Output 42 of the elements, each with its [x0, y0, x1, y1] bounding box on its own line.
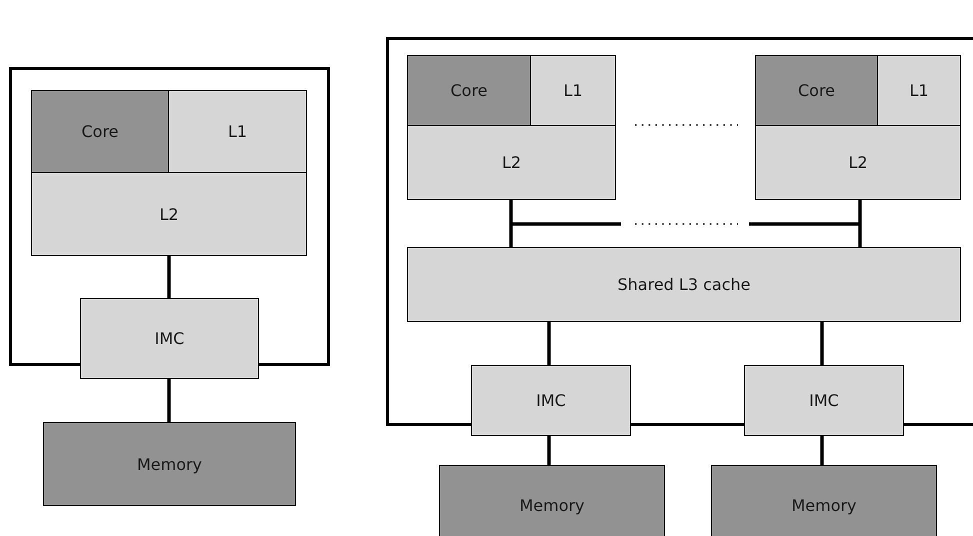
cache-block: [530, 55, 616, 126]
connector-line: [509, 200, 513, 247]
block-label: L2: [502, 153, 522, 172]
block-label: Memory: [519, 496, 585, 514]
block-label: L2: [159, 204, 179, 224]
cache-block: [31, 172, 307, 256]
block-label: Core: [798, 81, 836, 100]
connector-line: [858, 200, 862, 247]
cache-block: [407, 247, 961, 322]
block-label: L1: [563, 81, 583, 100]
memory-block: [439, 465, 665, 536]
connector-line: [547, 436, 551, 465]
block-label: Memory: [136, 454, 202, 474]
block-label: Core: [450, 81, 488, 100]
connector-line: [167, 256, 171, 298]
memory-block: [711, 465, 937, 536]
cache-block: [755, 125, 961, 200]
core-block: [31, 90, 169, 173]
block-label: IMC: [809, 391, 839, 410]
cache-block: [877, 55, 961, 126]
connector-line: [820, 322, 824, 365]
memory-controller-block: [471, 365, 631, 436]
cache-block: [407, 125, 616, 200]
block-label: IMC: [154, 329, 184, 348]
memory-controller-block: [744, 365, 904, 436]
memory-controller-block: [80, 298, 259, 379]
core-block: [407, 55, 531, 126]
connector-line: [820, 436, 824, 465]
core-block: [755, 55, 878, 126]
chip-outline: [9, 67, 330, 366]
block-label: IMC: [536, 391, 566, 410]
block-label: Shared L3 cache: [618, 275, 750, 294]
block-label: L2: [848, 153, 868, 172]
block-label: Core: [81, 122, 119, 141]
memory-block: [43, 422, 296, 506]
block-label: L1: [228, 122, 248, 141]
block-label: L1: [909, 81, 929, 100]
cache-block: [168, 90, 307, 173]
connector-line: [167, 379, 171, 422]
block-label: Memory: [791, 496, 857, 514]
chip-outline: [386, 37, 973, 426]
connector-line: [547, 322, 551, 365]
